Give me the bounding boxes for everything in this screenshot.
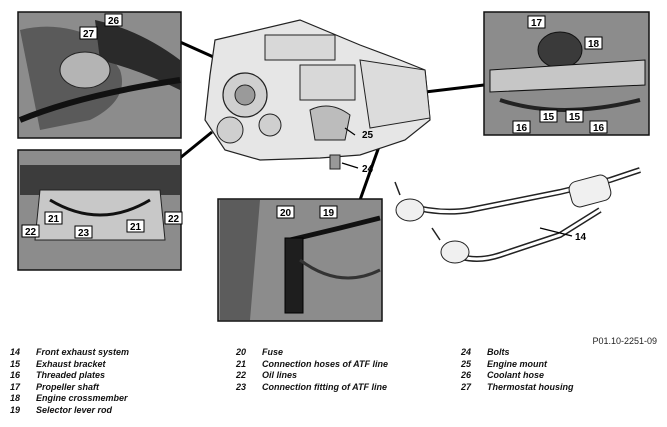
callout-21-right	[126, 219, 145, 233]
callout-26-label: 26	[108, 16, 120, 27]
inset-oil-lines: 22 22 21 23 21	[17, 149, 183, 271]
legend-item: 26 Coolant hose	[461, 370, 574, 382]
legend-item-text: Selector lever rod	[36, 404, 113, 415]
inset-thermostat-housing: 26 27	[17, 11, 182, 139]
callout-24-label: 24	[362, 164, 374, 175]
callout-21-left-label: 21	[48, 214, 60, 225]
callout-14-label: 14	[575, 232, 587, 243]
legend-item: 22 Oil lines	[236, 370, 388, 382]
legend-item: 19 Selector lever rod	[10, 405, 129, 417]
legend-item-number: 14	[10, 347, 21, 357]
legend-item-text: Front exhaust system	[36, 347, 130, 357]
legend-item: 21 Connection hoses of ATF line	[236, 359, 388, 371]
legend-item-number: 18	[10, 393, 21, 403]
legend-item-number: 16	[10, 370, 21, 380]
callout-27	[79, 26, 98, 40]
callout-19-label: 19	[323, 208, 335, 219]
callout-22-left	[21, 224, 40, 238]
legend-item-number: 27	[461, 381, 472, 392]
legend-item-text: Threaded plates	[36, 370, 106, 380]
legend-item-text: Connection hoses of ATF line	[262, 358, 388, 369]
legend-item-text: Engine crossmember	[36, 393, 128, 403]
callout-18	[584, 36, 603, 50]
legend-item-text: Bolts	[487, 347, 510, 357]
callout-17-label: 17	[531, 18, 543, 29]
legend-item: 20 Fuse	[236, 347, 388, 359]
legend-item: 16 Threaded plates	[10, 370, 129, 382]
legend-item: 14 Front exhaust system	[10, 347, 129, 359]
legend-item-text: Thermostat housing	[487, 381, 574, 392]
callout-18-label: 18	[588, 39, 600, 50]
legend-item-text: Oil lines	[262, 370, 298, 380]
legend-item-number: 22	[236, 370, 247, 380]
callout-15-right-label: 15	[569, 112, 581, 123]
exhaust-system-drawing: 14	[394, 167, 641, 264]
legend-item-number: 15	[10, 358, 21, 369]
callout-22-left-label: 22	[25, 227, 37, 238]
callout-22-right-label: 22	[168, 214, 180, 225]
callout-27-label: 27	[83, 29, 95, 40]
callout-16-left	[512, 120, 531, 134]
callout-26	[104, 13, 123, 27]
inset-selector-lever: 20 19	[217, 198, 383, 322]
bolts-drawing	[329, 154, 341, 170]
callout-19	[319, 205, 338, 219]
legend-item: 25 Engine mount	[461, 359, 574, 371]
legend-item-text: Coolant hose	[487, 370, 545, 380]
callout-21-right-label: 21	[130, 222, 142, 233]
legend-item: 17 Propeller shaft	[10, 382, 129, 394]
legend-item-text: Propeller shaft	[36, 381, 100, 392]
legend-item: 27 Thermostat housing	[461, 382, 574, 394]
legend-item-text: Fuse	[262, 347, 284, 357]
callout-23-label: 23	[78, 228, 90, 239]
legend-item-text: Exhaust bracket	[36, 358, 106, 369]
callout-23	[74, 225, 93, 239]
callout-15-left	[539, 109, 558, 123]
figure-reference-code: P01.10-2251-09	[592, 336, 657, 346]
callout-17	[527, 15, 546, 29]
legend-item-number: 23	[236, 381, 247, 392]
callout-16-left-label: 16	[516, 123, 528, 134]
legend-item-text: Connection fitting of ATF line	[262, 381, 387, 392]
legend-item: 24 Bolts	[461, 347, 574, 359]
legend-item-text: Engine mount	[487, 358, 547, 369]
callout-20-label: 20	[280, 208, 292, 219]
technical-illustration: 26 27 22 22 21 23 21 25 24	[17, 11, 650, 322]
callout-16-right-label: 16	[593, 123, 605, 134]
callout-22-right	[164, 211, 183, 225]
callout-25-label: 25	[362, 130, 374, 141]
legend-column-3: 24 Bolts 25 Engine mount 26 Coolant hose 27 The…	[461, 347, 574, 393]
legend-item-number: 21	[236, 358, 247, 369]
legend-column-2: 20 Fuse 21 Connection hoses of ATF line 22 Oi…	[236, 347, 388, 393]
callout-20	[276, 205, 295, 219]
legend-item-number: 20	[236, 347, 247, 357]
legend-item-number: 26	[461, 370, 472, 380]
legend-item-number: 25	[461, 358, 472, 369]
engine-transmission-drawing: 25 24	[204, 19, 431, 175]
legend-item-number: 17	[10, 381, 21, 392]
legend-item: 15 Exhaust bracket	[10, 359, 129, 371]
callout-15-left-label: 15	[543, 112, 555, 123]
callout-16-right	[589, 120, 608, 134]
callout-15-right	[565, 109, 584, 123]
legend-item: 18 Engine crossmember	[10, 393, 129, 405]
callout-21-left	[44, 211, 63, 225]
legend-item-number: 24	[461, 347, 472, 357]
inset-engine-crossmember: 17 18 15 15 16 16	[483, 11, 650, 136]
legend-item-number: 19	[10, 404, 21, 415]
legend-item: 23 Connection fitting of ATF line	[236, 382, 388, 394]
